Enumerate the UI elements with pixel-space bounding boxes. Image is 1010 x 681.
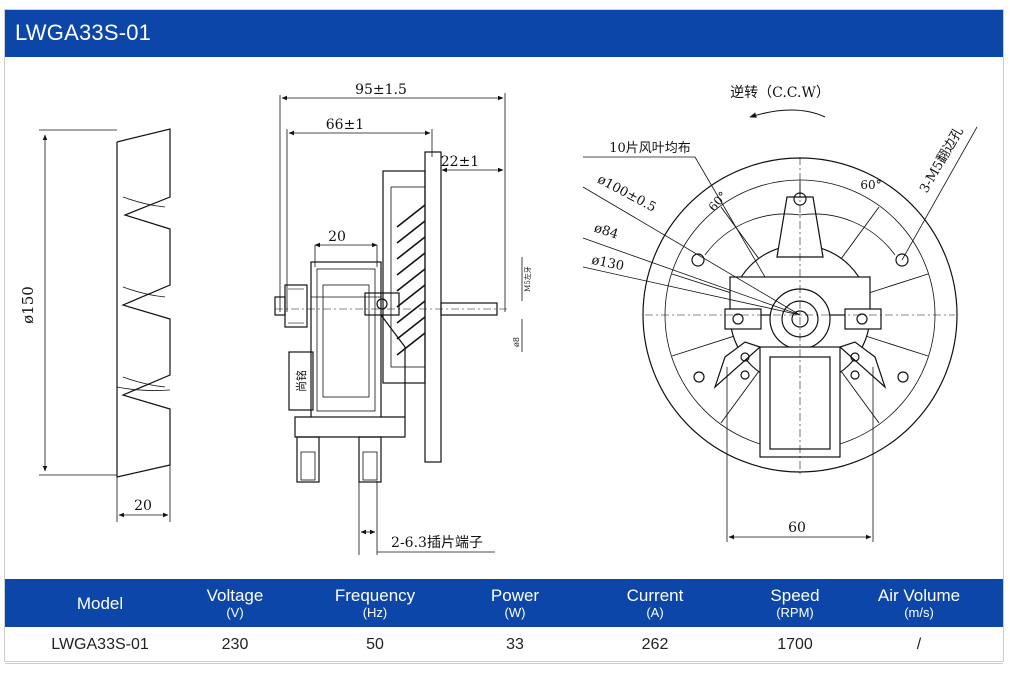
label-nameplate: 尚铭 (294, 370, 308, 392)
dim-total-length: 95±1.5 (355, 82, 407, 98)
cell-speed: 1700 (755, 627, 835, 664)
col-voltage: Voltage (V) (195, 579, 275, 627)
dim-diameter-100: ø100±0.5 (595, 172, 659, 215)
dim-width-20: 20 (134, 498, 152, 514)
cell-voltage: 230 (195, 627, 275, 664)
cell-air-volume: / (835, 627, 1003, 664)
col-frequency: Frequency (Hz) (275, 579, 475, 627)
col-model: Model (5, 579, 195, 627)
technical-drawing: ø150 20 95±1.5 66±1 22±1 20 M5左牙 ø8 尚铭 2… (19, 82, 978, 555)
rear-view (582, 109, 978, 542)
dim-core-width: 20 (328, 229, 346, 245)
spec-row: LWGA33S-01 230 50 33 262 1700 / (5, 627, 1003, 664)
angle-right: 60° (860, 178, 881, 192)
dim-bottom-60: 60 (788, 520, 806, 536)
col-power: Power (W) (475, 579, 555, 627)
dim-body-length: 66±1 (326, 117, 364, 133)
page-title: LWGA33S-01 (15, 20, 152, 45)
label-mount-holes: 3-M5翻边孔 (917, 125, 967, 196)
cell-power: 33 (475, 627, 555, 664)
spec-table: Model Voltage (V) Frequency (Hz) Power (… (5, 579, 1003, 664)
dim-diameter-150: ø150 (19, 286, 37, 324)
col-air-volume: Air Volume (m/s) (835, 579, 1003, 627)
spec-header-row: Model Voltage (V) Frequency (Hz) Power (… (5, 579, 1003, 627)
col-current: Current (A) (555, 579, 755, 627)
dim-diameter-130: ø130 (590, 253, 625, 274)
label-terminal: 2-6.3插片端子 (391, 535, 483, 551)
dim-shaft-length: 22±1 (441, 154, 479, 170)
label-rotation: 逆转（C.C.W） (730, 85, 830, 101)
cell-frequency: 50 (275, 627, 475, 664)
title-bar: LWGA33S-01 (5, 10, 1003, 57)
cell-current: 262 (555, 627, 755, 664)
label-blades: 10片风叶均布 (609, 141, 691, 156)
label-shaft-thread: M5左牙 (523, 266, 532, 292)
front-view (274, 93, 523, 555)
cell-model: LWGA33S-01 (5, 627, 195, 664)
side-view (39, 128, 171, 522)
label-shaft-diameter: ø8 (512, 337, 521, 347)
dim-diameter-84: ø84 (592, 221, 620, 243)
col-speed: Speed (RPM) (755, 579, 835, 627)
